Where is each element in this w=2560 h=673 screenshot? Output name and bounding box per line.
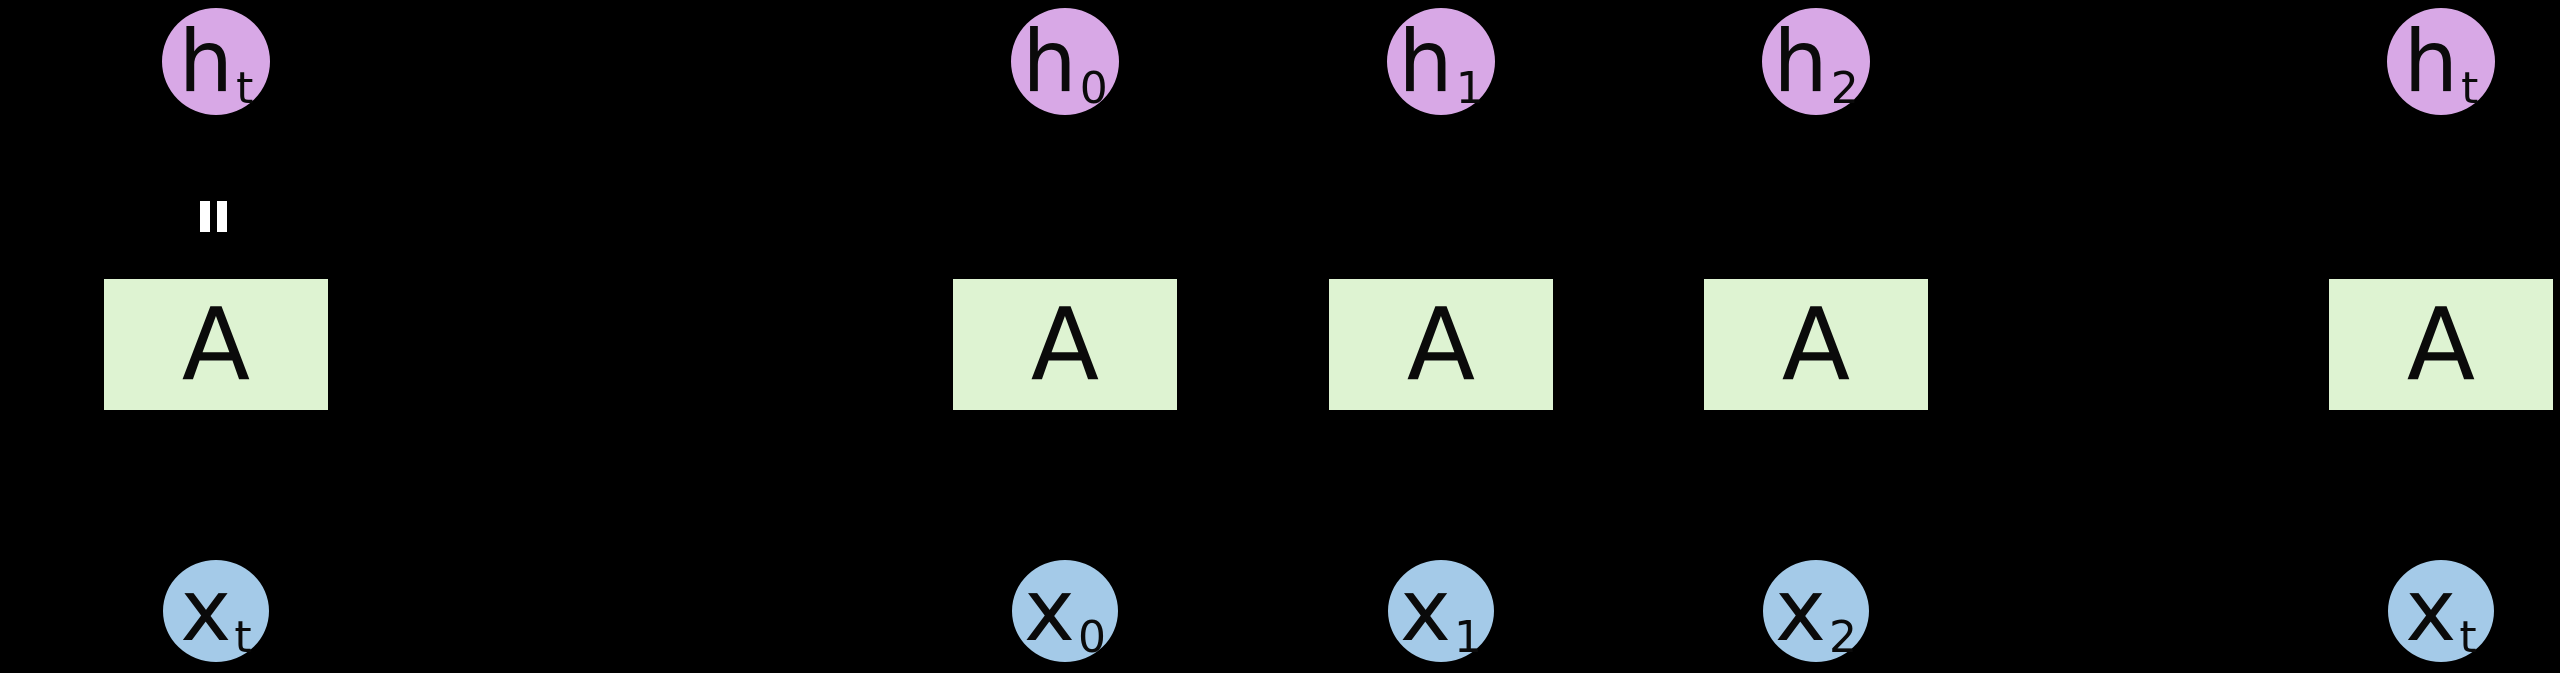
node-label-base: h bbox=[1398, 11, 1453, 112]
equals-bar bbox=[217, 201, 227, 232]
node-label-base: h bbox=[178, 11, 234, 112]
rnn-cell: A bbox=[1326, 276, 1556, 413]
node-label-base: h bbox=[2403, 11, 2459, 112]
node-label-subscript: t bbox=[234, 612, 252, 663]
node-label-subscript: 0 bbox=[1079, 62, 1108, 114]
node-label-base: x bbox=[1400, 561, 1451, 661]
node-label-base: x bbox=[2405, 561, 2457, 661]
node-label-subscript: t bbox=[2459, 612, 2477, 663]
equals-icon bbox=[200, 201, 227, 232]
node-label-subscript: 2 bbox=[1830, 62, 1859, 114]
node-label-subscript: 0 bbox=[1077, 612, 1106, 663]
cell-label: A bbox=[181, 285, 251, 403]
node-label-subscript: t bbox=[2461, 62, 2479, 114]
node-label-base: x bbox=[1775, 561, 1826, 661]
cell-label: A bbox=[1781, 285, 1851, 403]
cell-label: A bbox=[1406, 285, 1476, 403]
cell-label: A bbox=[1030, 285, 1100, 403]
node-label-base: x bbox=[180, 561, 232, 661]
equals-bar bbox=[200, 201, 210, 232]
node-label-base: x bbox=[1024, 561, 1075, 661]
node-label-subscript: 1 bbox=[1453, 612, 1482, 663]
rnn-cell: A bbox=[950, 276, 1180, 413]
node-label-subscript: 1 bbox=[1455, 62, 1484, 114]
node-label-subscript: 2 bbox=[1828, 612, 1857, 663]
node-label-subscript: t bbox=[236, 62, 254, 114]
rnn-cell: A bbox=[1701, 276, 1931, 413]
rnn-cell: A bbox=[2326, 276, 2556, 413]
rnn-cell: A bbox=[101, 276, 331, 413]
node-label-base: h bbox=[1773, 11, 1828, 112]
node-label-base: h bbox=[1022, 11, 1077, 112]
cell-label: A bbox=[2406, 285, 2476, 403]
